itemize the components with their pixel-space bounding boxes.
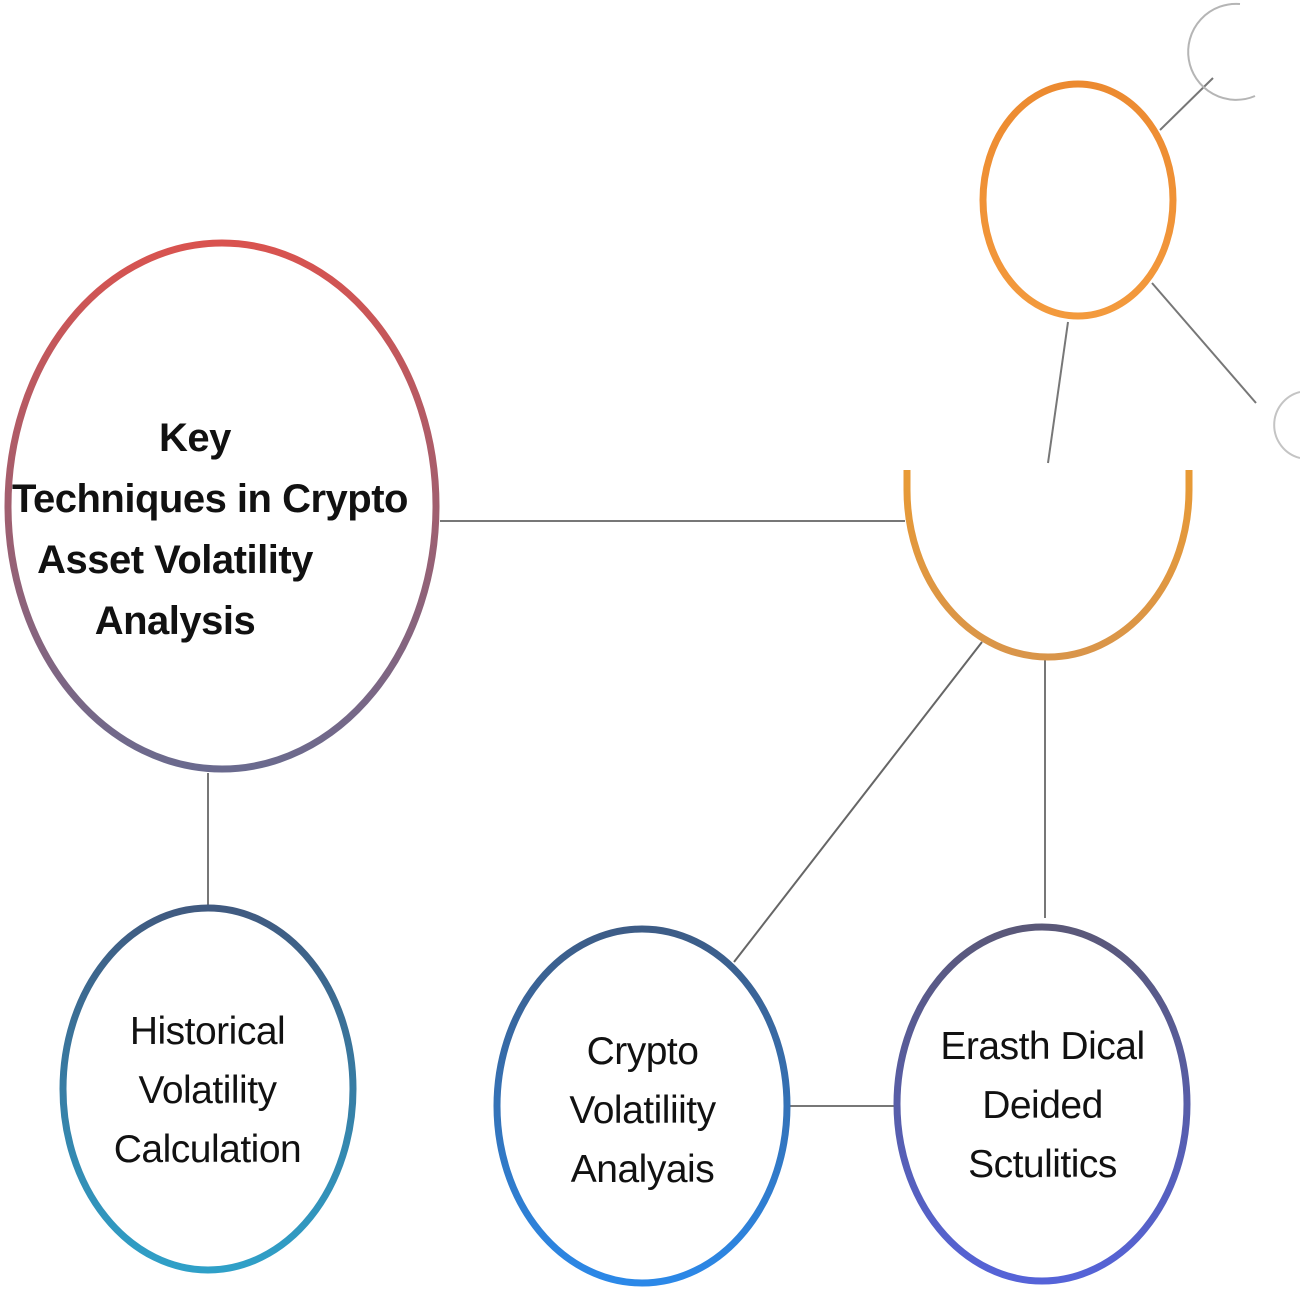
erasth-label-line-1: Erasth Dical (940, 1024, 1145, 1068)
connector-arc-to-crypto (733, 641, 983, 963)
orange-arc (903, 470, 1193, 661)
erasth-label-line-2: Deided (982, 1083, 1103, 1127)
historical-label-line-3: Calculation (113, 1127, 302, 1171)
main-label-line-2: Techniques in Crypto (12, 477, 408, 521)
main-label-line-1: Key (159, 416, 231, 460)
main-label-line-3: Asset Volatility (37, 538, 313, 582)
erasth-node-ring (893, 923, 1191, 1285)
gray-ring-top (1187, 2, 1256, 101)
connector-orange-to-top-ring (1159, 77, 1214, 131)
orange-node-ring (979, 80, 1177, 320)
crypto-volatility-node-label: Crypto Volatiliity Analyais (495, 1015, 790, 1205)
main-node-ring (4, 239, 440, 773)
historical-node-label: Historical Volatility Calculation (60, 995, 355, 1185)
main-label-line-4: Analysis (94, 599, 256, 643)
erasth-node-label: Erasth Dical Deided Sctulitics (895, 1010, 1190, 1200)
erasth-label-line-3: Sctulitics (968, 1142, 1117, 1186)
crypto-volatility-node-ring (493, 925, 791, 1287)
connector-orange-to-right-ring (1151, 282, 1257, 404)
main-node-label: Key Techniques in Crypto Asset Volatilit… (12, 400, 408, 660)
crypto-label-line-3: Analyais (570, 1147, 715, 1191)
gray-ring-right (1273, 391, 1300, 459)
crypto-label-line-2: Volatiliity (569, 1088, 716, 1132)
historical-label-line-1: Historical (129, 1009, 286, 1053)
historical-node-ring (59, 904, 357, 1274)
historical-label-line-2: Volatility (138, 1068, 277, 1112)
crypto-label-line-1: Crypto (586, 1029, 699, 1073)
connector-orange-to-arc (1047, 321, 1069, 464)
